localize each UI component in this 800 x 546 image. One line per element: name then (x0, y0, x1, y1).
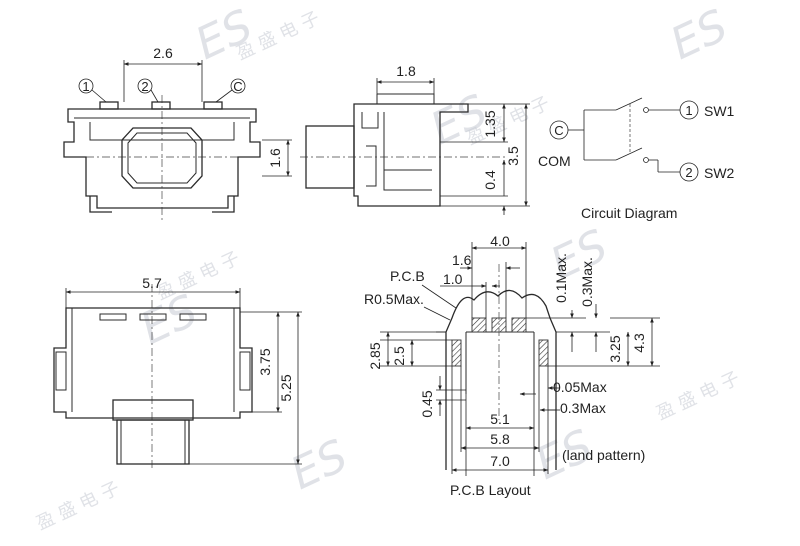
sw1-terminal-marker (679, 100, 699, 120)
land-pad-1 (471, 317, 487, 333)
dim-3.25: 3.25 (607, 335, 623, 362)
dim-5.8: 5.8 (490, 431, 510, 447)
svg-text:1: 1 (82, 79, 89, 94)
dim-1.8: 1.8 (396, 63, 416, 79)
top-view: 1 2 C 2.6 1.6 (63, 45, 292, 220)
dim-4.0: 4.0 (490, 233, 510, 249)
dim-3.75: 3.75 (257, 348, 273, 375)
dim-0.05max: 0.05Max (553, 379, 607, 395)
side-view: 1.8 1.35 0.4 3.5 (300, 63, 530, 215)
svg-text:C: C (233, 79, 242, 94)
dim-2.85: 2.85 (367, 342, 383, 369)
land-pad-left (451, 339, 462, 367)
front-view: 5.7 3.75 5.25 (53, 275, 302, 470)
land-pattern-label: (land pattern) (562, 447, 645, 463)
dim-2.5: 2.5 (391, 346, 407, 366)
radius-label: R0.5Max. (364, 291, 424, 307)
dim-0.45: 0.45 (419, 390, 435, 417)
pcb-layout-title: P.C.B Layout (450, 482, 531, 498)
pin-2-marker (137, 78, 153, 94)
pin-1-marker (78, 78, 94, 94)
svg-text:1: 1 (685, 103, 692, 118)
dim-1.0: 1.0 (443, 271, 463, 287)
sw2-label: SW2 (704, 165, 735, 181)
dim-0.3max: 0.3Max. (579, 257, 595, 307)
dim-5.1: 5.1 (490, 411, 510, 427)
dim-5.25: 5.25 (278, 374, 294, 401)
dim-0.3max-b: 0.3Max (560, 400, 606, 416)
sw2-terminal-marker (679, 162, 699, 182)
land-pad-right (538, 339, 549, 367)
dim-1.6: 1.6 (452, 252, 472, 268)
dim-1.6: 1.6 (267, 148, 283, 168)
pin-c-marker (230, 78, 246, 94)
circuit-diagram-title: Circuit Diagram (581, 205, 677, 221)
dim-7.0: 7.0 (490, 453, 510, 469)
dim-5.7: 5.7 (142, 275, 162, 291)
dim-3.5: 3.5 (505, 146, 521, 166)
dim-0.1max: 0.1Max. (553, 253, 569, 303)
svg-text:C: C (554, 123, 563, 138)
land-pad-3 (511, 317, 527, 333)
pcb-label: P.C.B (390, 268, 425, 284)
dim-4.3: 4.3 (631, 333, 647, 353)
sw1-label: SW1 (704, 103, 735, 119)
dim-1.35: 1.35 (482, 110, 498, 137)
dim-0.4: 0.4 (482, 170, 498, 190)
com-label: COM (538, 153, 571, 169)
svg-text:2: 2 (141, 79, 148, 94)
svg-text:盈 盛 电 子: 盈 盛 电 子 (653, 368, 743, 425)
svg-text:ES: ES (283, 430, 355, 500)
pcb-layout-view: 4.0 1.6 1.0 P.C.B R0.5Max. 0.1Max. 0.3Ma… (364, 233, 660, 498)
svg-text:2: 2 (685, 165, 692, 180)
circuit-diagram: C 1 SW1 2 SW2 COM Circuit Diagram (538, 97, 735, 221)
svg-text:ES: ES (663, 0, 735, 70)
svg-text:盈 盛 电 子: 盈 盛 电 子 (153, 248, 243, 305)
svg-text:盈 盛 电 子: 盈 盛 电 子 (33, 478, 123, 535)
dim-2.6: 2.6 (153, 45, 173, 61)
